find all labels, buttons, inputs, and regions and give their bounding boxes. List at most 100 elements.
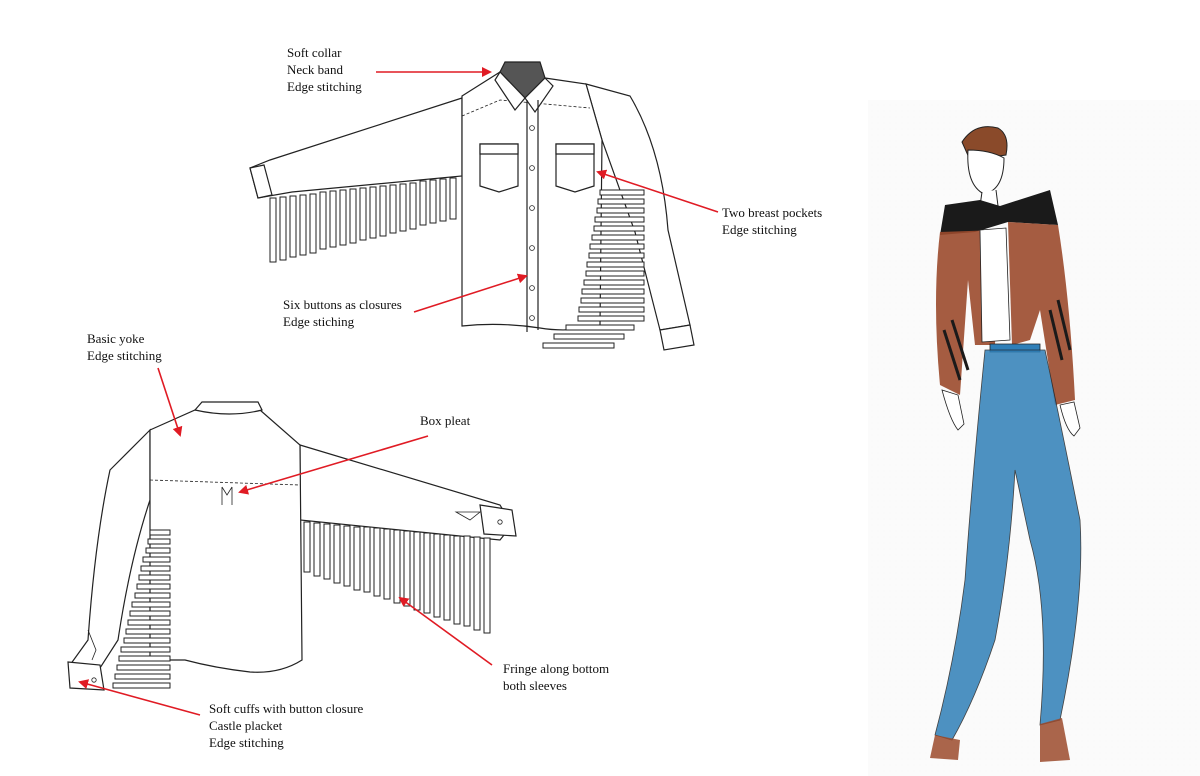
- fringe-strip: [333, 524, 341, 584]
- label-line: Two breast pockets: [722, 205, 823, 220]
- fringe-strip: [136, 583, 171, 590]
- label-collar: Soft collar Neck band Edge stitching: [287, 44, 362, 95]
- front-sleeve-fringe: [269, 177, 457, 263]
- fringe-strip: [585, 270, 645, 277]
- back-side-fringe: [112, 529, 171, 689]
- fringe-strip: [399, 183, 407, 232]
- label-line: Edge stitching: [87, 348, 162, 363]
- fringe-strip: [439, 178, 447, 222]
- fringe-strip: [577, 315, 645, 322]
- back-left-cuff: [67, 661, 105, 691]
- label-buttons: Six buttons as closures Edge stiching: [283, 296, 402, 330]
- arrow-pockets: [596, 169, 719, 213]
- fringe-strip: [578, 306, 645, 313]
- fringe-strip: [353, 526, 361, 591]
- arrow-cuffs: [78, 679, 201, 716]
- callout-arrows: [78, 67, 719, 716]
- label-line: Castle placket: [209, 718, 283, 733]
- fringe-strip: [147, 538, 171, 545]
- fringe-strip: [409, 182, 417, 230]
- fringe-strip: [120, 646, 171, 653]
- fringe-strip: [443, 534, 451, 621]
- back-sleeve-fringe: [303, 521, 491, 634]
- fringe-strip: [393, 529, 401, 604]
- fringe-strip: [379, 185, 387, 237]
- front-buttons: [529, 125, 535, 321]
- fringe-strip: [389, 184, 397, 234]
- fringe-strip: [343, 525, 351, 587]
- fringe-strip: [349, 188, 357, 244]
- back-right-sleeve: [299, 444, 513, 541]
- fringe-strip: [142, 556, 171, 563]
- label-pockets: Two breast pockets Edge stitching: [722, 204, 822, 238]
- fringe-strip: [127, 619, 171, 626]
- front-collar-right: [524, 77, 554, 114]
- label-line: Edge stitching: [287, 79, 362, 94]
- back-shirt-body: [149, 409, 303, 673]
- fringe-strip: [591, 234, 645, 241]
- fringe-strip: [369, 186, 377, 239]
- front-collar-left: [494, 71, 526, 112]
- fringe-strip: [140, 565, 171, 572]
- fringe-strip: [463, 535, 471, 627]
- fringe-strip: [319, 191, 327, 250]
- arrow-buttons: [413, 273, 528, 313]
- fringe-strip: [429, 179, 437, 224]
- fringe-strip: [118, 655, 171, 662]
- fringe-strip: [594, 216, 645, 223]
- fringe-strip: [145, 547, 171, 554]
- label-line: Neck band: [287, 62, 343, 77]
- front-right-cuff: [659, 324, 695, 351]
- fringe-strip: [599, 189, 645, 196]
- fringe-strip: [383, 528, 391, 600]
- fringe-strip: [313, 522, 321, 577]
- fringe-strip: [129, 610, 171, 617]
- fringe-strip: [433, 533, 441, 618]
- fringe-strip: [373, 527, 381, 597]
- fringe-strip: [542, 342, 615, 349]
- fringe-strip: [299, 194, 307, 256]
- fringe-strip: [589, 243, 645, 250]
- fringe-strip: [588, 252, 645, 259]
- fringe-strip: [586, 261, 645, 268]
- label-line: Soft cuffs with button closure: [209, 701, 364, 716]
- fringe-strip: [114, 673, 171, 680]
- fringe-strip: [553, 333, 625, 340]
- fringe-strip: [112, 682, 171, 689]
- label-line: Fringe along bottom: [503, 661, 610, 676]
- fringe-strip: [131, 601, 171, 608]
- fringe-strip: [289, 195, 297, 258]
- fringe-strip: [329, 190, 337, 248]
- label-cuffs: Soft cuffs with button closure Castle pl…: [209, 700, 363, 751]
- label-line: Edge stiching: [283, 314, 355, 329]
- fringe-strip: [483, 537, 491, 634]
- fringe-strip: [596, 207, 645, 214]
- label-line: Six buttons as closures: [283, 297, 402, 312]
- label-line: Soft collar: [287, 45, 342, 60]
- front-shirt-flat: [249, 61, 695, 351]
- fringe-strip: [453, 535, 461, 625]
- fringe-strip: [323, 523, 331, 580]
- fringe-strip: [403, 530, 411, 607]
- arrow-pleat: [238, 435, 429, 495]
- label-line: Box pleat: [420, 413, 471, 428]
- fringe-strip: [134, 592, 171, 599]
- label-line: Edge stitching: [209, 735, 284, 750]
- fringe-strip: [597, 198, 645, 205]
- back-shirt-flat: [67, 401, 517, 691]
- fringe-strip: [423, 532, 431, 614]
- fringe-strip: [116, 664, 171, 671]
- fringe-strip: [149, 529, 171, 536]
- arrow-fringe: [398, 596, 493, 666]
- fringe-strip: [581, 288, 645, 295]
- fashion-illustration: [868, 100, 1200, 776]
- label-yoke: Basic yoke Edge stitching: [87, 330, 162, 364]
- box-pleat: [221, 486, 233, 505]
- fringe-strip: [303, 521, 311, 573]
- front-left-cuff: [249, 164, 273, 199]
- fringe-strip: [449, 177, 457, 220]
- front-side-fringe: [542, 189, 645, 349]
- fringe-strip: [419, 180, 427, 226]
- jeans: [934, 349, 1082, 741]
